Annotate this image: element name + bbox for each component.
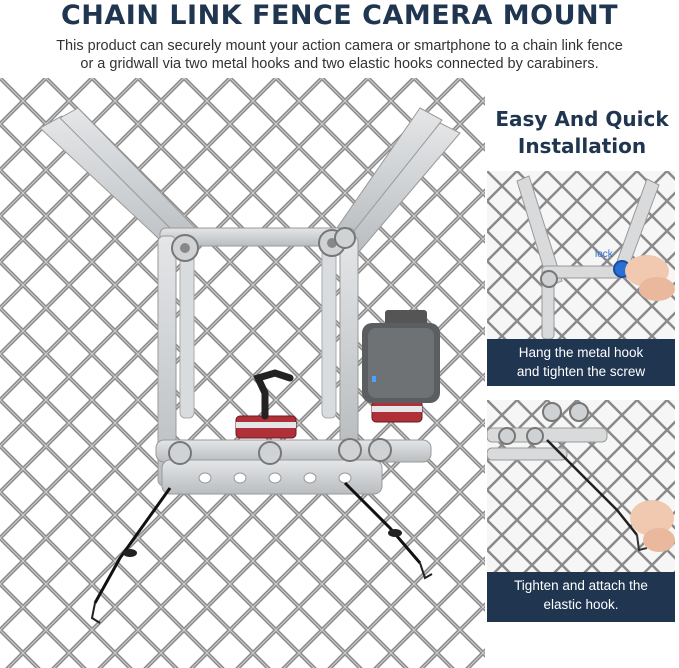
lock-annotation: lock xyxy=(595,249,613,260)
step-1-caption-line-1: Hang the metal hook xyxy=(518,345,644,360)
step-1-photo xyxy=(487,171,675,339)
camera-clamps xyxy=(235,369,423,439)
step-2-caption-line-1: Tighten and attach the xyxy=(514,578,648,593)
installation-heading-line-2: Installation xyxy=(517,134,647,158)
installation-heading: Easy And Quick Installation xyxy=(488,106,676,160)
metal-arms xyxy=(39,107,461,264)
action-camera xyxy=(362,310,440,403)
mount-frame xyxy=(155,227,432,495)
fence-mount-illustration xyxy=(0,78,485,668)
page-title: CHAIN LINK FENCE CAMERA MOUNT xyxy=(60,0,619,31)
subtitle-line-1: This product can securely mount your act… xyxy=(56,38,623,54)
step-2-panel: Tighten and attach the elastic hook. xyxy=(487,400,675,622)
product-photo xyxy=(0,78,485,668)
step-1-caption: Hang the metal hook and tighten the scre… xyxy=(487,339,675,386)
step-2-photo xyxy=(487,400,675,572)
step-2-caption: Tighten and attach the elastic hook. xyxy=(487,572,675,622)
page-subtitle: This product can securely mount your act… xyxy=(20,37,659,73)
step-2-caption-line-2: elastic hook. xyxy=(543,597,619,612)
step-1-panel: lock Hang the metal hook and tighten the… xyxy=(487,171,675,386)
subtitle-line-2: or a gridwall via two metal hooks and tw… xyxy=(80,56,599,72)
step-1-caption-line-2: and tighten the screw xyxy=(516,364,646,379)
elastic-hooks xyxy=(90,481,433,624)
installation-heading-line-1: Easy And Quick xyxy=(495,107,669,131)
